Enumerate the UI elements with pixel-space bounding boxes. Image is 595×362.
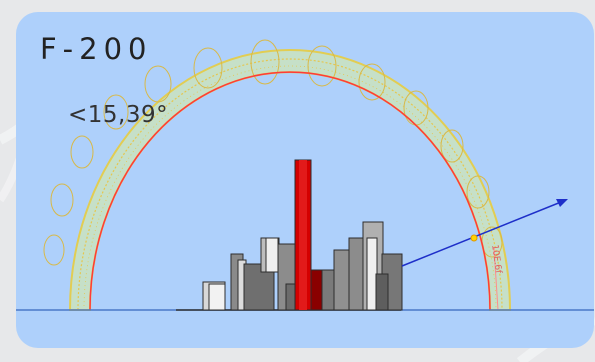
sun-path-diagram [16,39,594,311]
city-buildings [202,159,403,311]
sun-ray [401,199,567,267]
sun-position-point [470,234,478,242]
sun-ray-arrowhead [556,199,568,207]
station-code: F-200 [40,32,153,66]
sun-path-widget[interactable]: F-200 <15,39° 10E.6f [16,12,594,348]
horizon-arc [89,71,491,311]
sun-angle-label: <15,39° [68,102,169,128]
